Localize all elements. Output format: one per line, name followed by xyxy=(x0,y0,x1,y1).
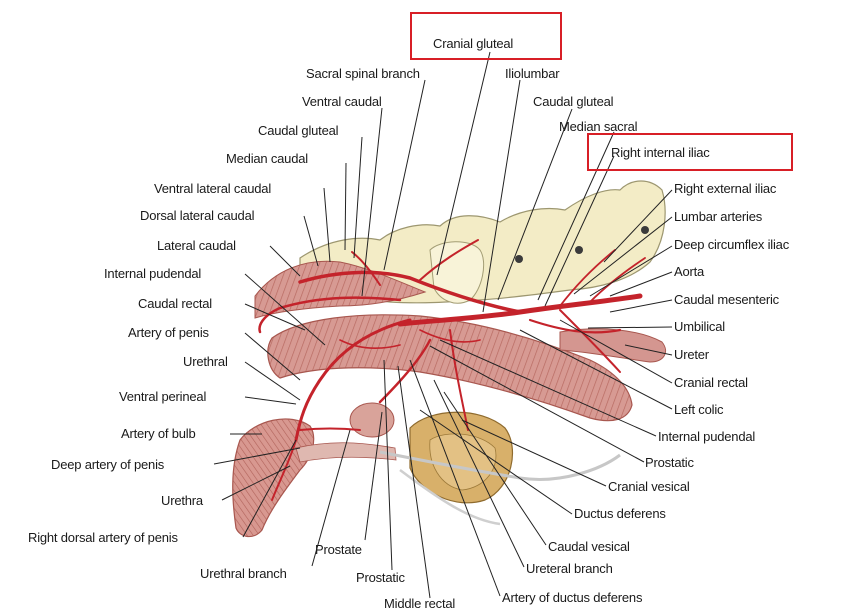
label-median-caudal: Median caudal xyxy=(226,151,308,166)
label-cranial-vesical: Cranial vesical xyxy=(608,479,690,494)
label-lumbar-arteries: Lumbar arteries xyxy=(674,209,762,224)
label-right-dorsal-artery-of-penis: Right dorsal artery of penis xyxy=(28,530,178,545)
label-cranial-gluteal: Cranial gluteal xyxy=(433,36,513,51)
label-artery-of-ductus-deferens: Artery of ductus deferens xyxy=(502,590,642,605)
label-cranial-rectal: Cranial rectal xyxy=(674,375,748,390)
label-aorta: Aorta xyxy=(674,264,704,279)
label-middle-rectal: Middle rectal xyxy=(384,596,455,611)
label-dorsal-lateral-caudal: Dorsal lateral caudal xyxy=(140,208,254,223)
vertebral-foramen xyxy=(575,246,583,254)
label-median-sacral: Median sacral xyxy=(559,119,637,134)
vertebral-foramen xyxy=(515,255,523,263)
label-sacral-spinal-branch: Sacral spinal branch xyxy=(306,66,420,81)
label-ureter: Ureter xyxy=(674,347,709,362)
label-left-colic: Left colic xyxy=(674,402,723,417)
vertebral-foramen xyxy=(641,226,649,234)
prostate xyxy=(350,403,394,437)
label-ventral-lateral-caudal: Ventral lateral caudal xyxy=(154,181,271,196)
label-prostate: Prostate xyxy=(315,542,362,557)
label-caudal-gluteal-top: Caudal gluteal xyxy=(533,94,613,109)
label-caudal-mesenteric: Caudal mesenteric xyxy=(674,292,779,307)
label-ventral-perineal: Ventral perineal xyxy=(119,389,206,404)
label-caudal-rectal: Caudal rectal xyxy=(138,296,212,311)
label-ureteral-branch: Ureteral branch xyxy=(526,561,613,576)
label-caudal-gluteal-left: Caudal gluteal xyxy=(258,123,338,138)
label-lateral-caudal: Lateral caudal xyxy=(157,238,236,253)
label-umbilical: Umbilical xyxy=(674,319,725,334)
label-urethra: Urethra xyxy=(161,493,203,508)
label-iliolumbar: Iliolumbar xyxy=(505,66,559,81)
label-internal-pudendal-left: Internal pudendal xyxy=(104,266,201,281)
penis xyxy=(233,419,314,537)
label-deep-circumflex-iliac: Deep circumflex iliac xyxy=(674,237,789,252)
label-internal-pudendal-right: Internal pudendal xyxy=(658,429,755,444)
label-ventral-caudal: Ventral caudal xyxy=(302,94,382,109)
label-prostatic-right: Prostatic xyxy=(645,455,694,470)
label-caudal-vesical: Caudal vesical xyxy=(548,539,630,554)
label-urethral: Urethral xyxy=(183,354,228,369)
label-right-internal-iliac: Right internal iliac xyxy=(611,145,710,160)
label-deep-artery-of-penis: Deep artery of penis xyxy=(51,457,164,472)
label-prostatic-bottom: Prostatic xyxy=(356,570,405,585)
label-right-external-iliac: Right external iliac xyxy=(674,181,776,196)
label-urethral-branch: Urethral branch xyxy=(200,566,287,581)
label-artery-of-penis: Artery of penis xyxy=(128,325,209,340)
label-artery-of-bulb: Artery of bulb xyxy=(121,426,196,441)
label-ductus-deferens: Ductus deferens xyxy=(574,506,666,521)
